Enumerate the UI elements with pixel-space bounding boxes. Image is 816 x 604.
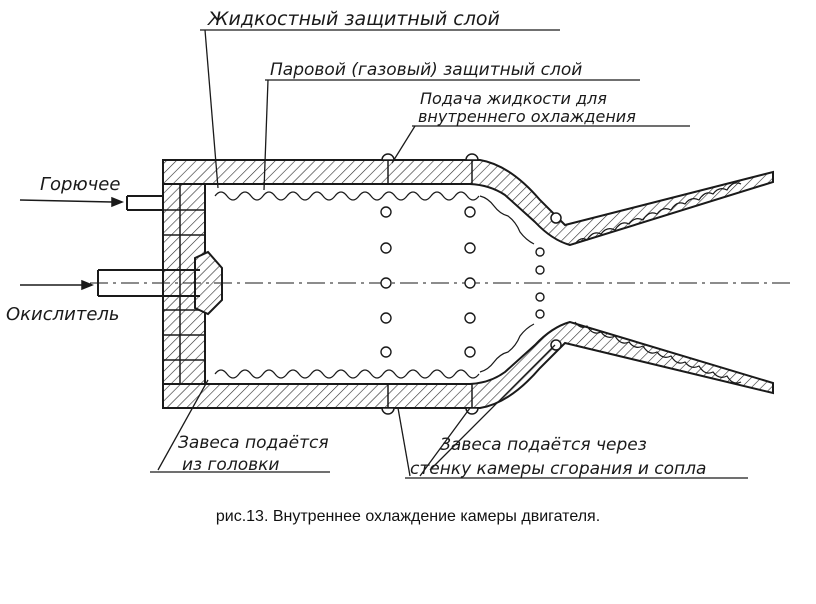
vapor-layer-top xyxy=(214,182,742,245)
label-curtain-wall-line1: Завеса подаётся через xyxy=(440,435,647,455)
liquid-droplets xyxy=(380,206,545,358)
label-curtain-head-line2: из головки xyxy=(182,455,279,475)
injector-head-grid xyxy=(163,184,205,384)
label-liquid-feed-line2: внутреннего охлаждения xyxy=(418,107,636,126)
figure-caption: рис.13. Внутреннее охлаждение камеры дви… xyxy=(215,508,601,525)
fuel-arrow xyxy=(19,196,125,208)
leader-lines xyxy=(150,29,748,479)
vapor-layer-bottom xyxy=(214,321,742,384)
label-oxidizer: Окислитель xyxy=(6,304,120,325)
label-liquid-feed-line1: Подача жидкости для xyxy=(420,89,607,108)
fuel-pipe xyxy=(126,195,163,211)
chamber-bottom-wall xyxy=(162,320,774,409)
oxidizer-arrow xyxy=(20,279,95,291)
label-curtain-head-line1: Завеса подаётся xyxy=(178,433,329,453)
label-curtain-wall-line2: стенку камеры сгорания и сопла xyxy=(410,459,706,479)
label-vapor-layer: Паровой (газовый) защитный слой xyxy=(270,60,582,80)
label-liquid-layer: Жидкостный защитный слой xyxy=(207,8,500,30)
label-fuel: Горючее xyxy=(40,174,120,195)
